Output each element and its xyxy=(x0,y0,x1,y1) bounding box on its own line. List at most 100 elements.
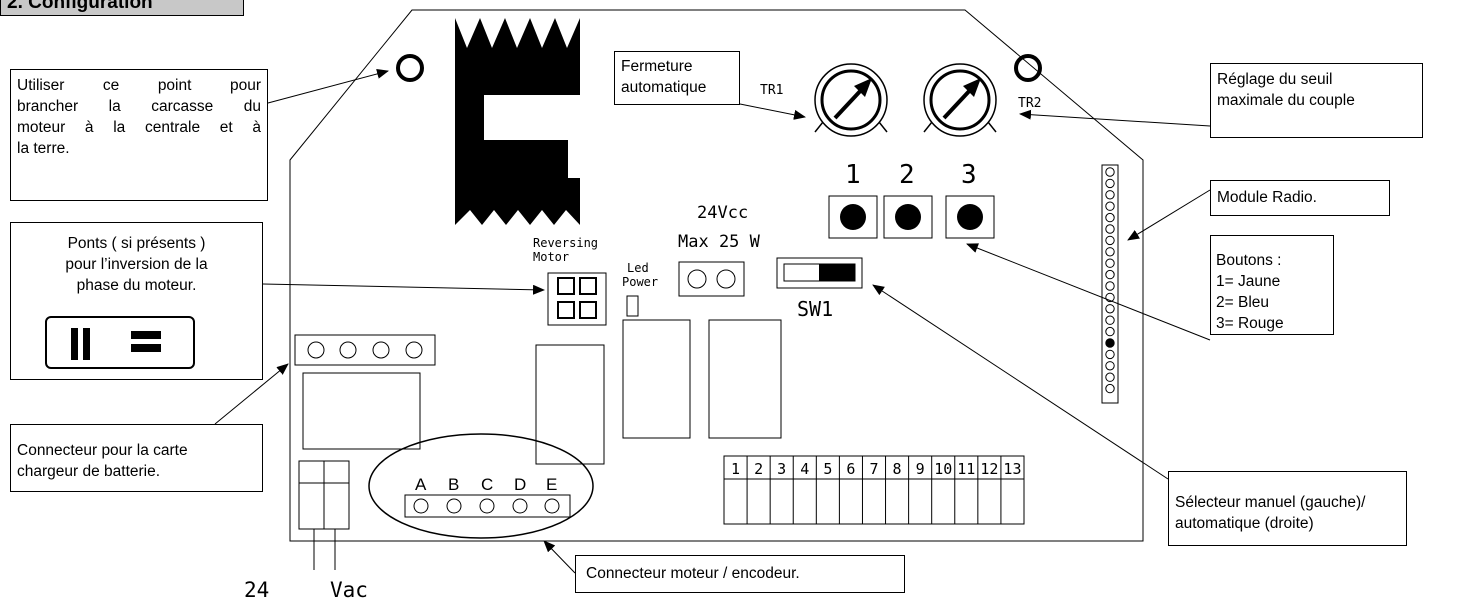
radio-pin xyxy=(1105,281,1115,291)
encoder-pin-a: A xyxy=(415,475,427,494)
terminal-number-6: 6 xyxy=(846,460,855,478)
reversing-jumpers[interactable] xyxy=(547,272,607,326)
callout-ground-line-1: Utiliser ce point pour xyxy=(17,77,261,94)
jumper-symbols xyxy=(45,316,195,369)
encoder-pin-c: C xyxy=(481,475,493,494)
callout-ground-line-3: moteur à la centrale et à xyxy=(17,119,261,136)
reversing-label: Reversing xyxy=(533,236,598,250)
callout-selecteur-line-2: automatique (droite) xyxy=(1175,515,1314,532)
motor-label: Motor xyxy=(533,250,569,264)
terminal-number-2: 2 xyxy=(754,460,763,478)
callout-boutons-line-4: 3= Rouge xyxy=(1216,315,1284,332)
button-2[interactable] xyxy=(883,195,933,239)
encoder-pin-b: B xyxy=(448,475,459,494)
jumper-horizontal-icon xyxy=(131,331,161,339)
earth-point-right xyxy=(1014,54,1042,82)
callout-reglage-line-1: Réglage du seuil xyxy=(1217,71,1333,88)
callout-fermeture-line-1: Fermeture xyxy=(621,58,693,75)
callout-chargeur-line-1: Connecteur pour la carte xyxy=(17,442,188,459)
relay-right xyxy=(708,319,782,439)
radio-pin xyxy=(1105,190,1115,200)
callout-boutons-line-3: 2= Bleu xyxy=(1216,294,1270,311)
callout-reglage: Réglage du seuil maximale du couple xyxy=(1210,63,1423,138)
terminal-number-3: 3 xyxy=(777,460,786,478)
jumper-vertical-icon-2 xyxy=(83,328,90,360)
terminal-number-11: 11 xyxy=(957,460,975,478)
radio-pin xyxy=(1105,326,1115,337)
radio-pin xyxy=(1105,178,1115,189)
encoder-pin-e: E xyxy=(546,475,557,494)
button-number-3: 3 xyxy=(961,160,977,190)
button-3[interactable] xyxy=(945,195,995,239)
tr2-label: TR2 xyxy=(1018,96,1041,111)
callout-ground-line-4: la terre. xyxy=(17,140,70,157)
encoder-pin-d: D xyxy=(514,475,526,494)
callout-moteur: Connecteur moteur / encodeur. xyxy=(575,555,905,593)
radio-pin xyxy=(1105,212,1115,223)
power-word-label: Power xyxy=(622,275,658,289)
power-max-label: Max 25 W xyxy=(678,232,761,252)
supply-type-label: Vac xyxy=(330,578,368,602)
radio-pin xyxy=(1105,361,1115,371)
radio-pin xyxy=(1105,235,1115,246)
power-voltage-label: 24Vcc xyxy=(697,203,748,223)
radio-module[interactable] xyxy=(1101,164,1119,404)
terminal-number-13: 13 xyxy=(1003,460,1021,478)
relay-left xyxy=(302,372,421,450)
radio-pin xyxy=(1105,167,1115,177)
section-title: 2. Configuration xyxy=(0,0,244,16)
jumper-horizontal-icon-2 xyxy=(131,344,161,352)
callout-ponts-line-3: phase du moteur. xyxy=(76,277,197,294)
tr1-label: TR1 xyxy=(760,83,783,98)
callout-chargeur: Connecteur pour la carte chargeur de bat… xyxy=(10,424,263,492)
callout-fermeture: Fermeture automatique xyxy=(614,51,740,105)
terminal-number-7: 7 xyxy=(869,460,878,478)
power-connector xyxy=(678,261,745,297)
terminal-number-1: 1 xyxy=(731,460,740,478)
callout-ponts-line-1: Ponts ( si présents ) xyxy=(67,235,206,252)
heatsink xyxy=(455,18,580,225)
terminal-number-4: 4 xyxy=(800,460,809,478)
led-label: Led xyxy=(627,261,649,275)
callout-arrows xyxy=(214,69,1211,574)
callout-selecteur-line-1: Sélecteur manuel (gauche)/ xyxy=(1175,494,1366,511)
battery-connector[interactable] xyxy=(294,334,436,366)
sw1-switch[interactable] xyxy=(776,257,863,289)
encoder-highlight xyxy=(368,433,594,539)
callout-ground: Utiliser ce point pour brancher la carca… xyxy=(10,69,268,201)
battery-connector-pins xyxy=(307,341,423,359)
trimmer-tr1[interactable] xyxy=(814,63,888,137)
terminal-number-9: 9 xyxy=(916,460,925,478)
earth-point-left xyxy=(396,54,424,82)
radio-pin xyxy=(1105,383,1115,394)
terminal-number-8: 8 xyxy=(893,460,902,478)
radio-pin xyxy=(1105,224,1115,234)
radio-pin xyxy=(1105,269,1115,280)
button-number-2: 2 xyxy=(899,160,915,190)
callout-boutons-line-2: 1= Jaune xyxy=(1216,273,1281,290)
led-power xyxy=(626,295,639,317)
trimmer-tr2[interactable] xyxy=(923,63,997,137)
button-number-1: 1 xyxy=(845,160,861,190)
radio-pin xyxy=(1105,338,1115,348)
radio-pin xyxy=(1105,247,1115,257)
radio-pin xyxy=(1105,201,1115,211)
sw1-label: SW1 xyxy=(797,297,833,321)
radio-pin xyxy=(1105,258,1115,268)
callout-selecteur: Sélecteur manuel (gauche)/ automatique (… xyxy=(1168,471,1407,546)
callout-reglage-line-2: maximale du couple xyxy=(1217,92,1355,109)
radio-pin xyxy=(1105,304,1115,314)
callout-radio: Module Radio. xyxy=(1210,180,1390,216)
supply-connector xyxy=(298,460,350,570)
jumper-vertical-icon xyxy=(71,328,78,360)
callout-boutons-line-1: Boutons : xyxy=(1216,252,1282,269)
button-1[interactable] xyxy=(828,195,878,239)
callout-ground-line-2: brancher la carcasse du xyxy=(17,98,261,115)
terminal-number-12: 12 xyxy=(980,460,998,478)
relay-center-left xyxy=(535,344,605,465)
callout-radio-text: Module Radio. xyxy=(1217,189,1317,206)
encoder-connector[interactable] xyxy=(404,494,571,518)
callout-chargeur-line-2: chargeur de batterie. xyxy=(17,463,161,480)
